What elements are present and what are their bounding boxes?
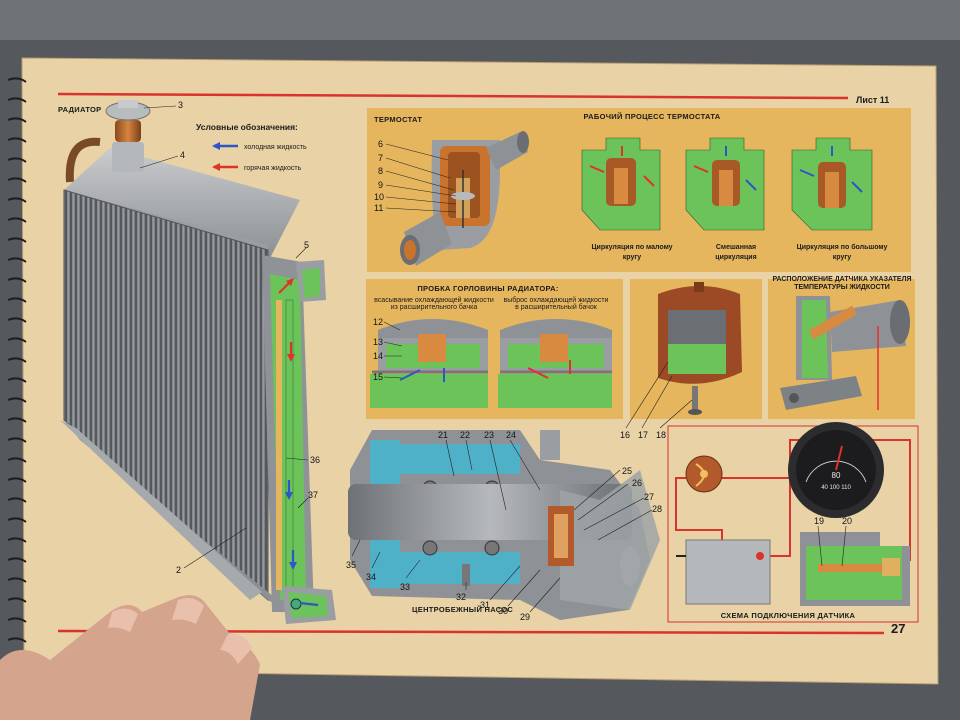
- wiring-scheme: 80 40 100 110: [675, 422, 911, 606]
- thermostat-title: ТЕРМОСТАТ: [374, 115, 422, 124]
- process-title: РАБОЧИЙ ПРОЦЕСС ТЕРМОСТАТА: [584, 112, 721, 121]
- header-rule: [57, 92, 849, 100]
- callout-11: 11: [374, 203, 383, 213]
- legend-hot-label: горячая жидкость: [244, 165, 302, 172]
- callout-34: 34: [366, 572, 376, 582]
- callout-5: 5: [304, 240, 309, 250]
- sensor-title-1: РАСПОЛОЖЕНИЕ ДАТЧИКА УКАЗАТЕЛЯ: [772, 276, 911, 283]
- mode-big-label-2: кругу: [833, 254, 851, 261]
- callout-26: 26: [632, 478, 642, 488]
- mode-small-label-2: кругу: [623, 254, 641, 261]
- expansion-tank: [658, 282, 742, 415]
- callout-10: 10: [374, 192, 384, 202]
- thermostat-cutaway: [400, 131, 529, 266]
- callout-8: 8: [378, 166, 383, 176]
- cap-outflow-diagram: [498, 319, 612, 408]
- cap-outflow-label-1: выброс охлаждающей жидкости: [504, 296, 609, 304]
- spiral-binding: [7, 77, 27, 643]
- mode-big-label-1: Циркуляция по большому: [797, 243, 888, 251]
- radiator-illustration: РАДИАТОР: [58, 100, 336, 624]
- callout-35: 35: [346, 560, 356, 570]
- callout-33: 33: [400, 582, 410, 592]
- callout-24: 24: [506, 430, 516, 440]
- callout-7: 7: [378, 153, 383, 163]
- wiring-title: СХЕМА ПОДКЛЮЧЕНИЯ ДАТЧИКА: [721, 611, 856, 620]
- callout-2: 2: [176, 565, 181, 575]
- callout-14: 14: [373, 351, 383, 361]
- callout-15: 15: [373, 372, 383, 382]
- callout-4: 4: [180, 150, 185, 160]
- callout-25: 25: [622, 466, 632, 476]
- callout-16: 16: [620, 430, 630, 440]
- mode-mixed-label-1: Смешанная: [716, 244, 756, 251]
- mode-small-label-1: Циркуляция по малому: [591, 244, 672, 251]
- cap-outflow-label-2: в расширительный бачок: [515, 303, 598, 311]
- gauge-scale-bottom: 40 100 110: [821, 485, 851, 491]
- callout-23: 23: [484, 430, 494, 440]
- legend: Условные обозначения: холодная жидкость …: [196, 122, 307, 172]
- radiator-title: РАДИАТОР: [58, 105, 101, 114]
- cap-intake-label-1: всасывание охлаждающей жидкости: [374, 296, 494, 304]
- legend-cold-label: холодная жидкость: [244, 144, 307, 151]
- callout-27: 27: [644, 492, 654, 502]
- mode-small-circuit: [581, 137, 661, 231]
- mode-big-circuit: [791, 137, 873, 231]
- sheet-label: Лист 11: [856, 95, 889, 105]
- callout-21: 21: [438, 430, 448, 440]
- callout-32: 32: [456, 592, 466, 602]
- cap-title: ПРОБКА ГОРЛОВИНЫ РАДИАТОРА:: [417, 284, 558, 293]
- callout-36: 36: [310, 455, 320, 465]
- callout-28: 28: [652, 504, 662, 514]
- wiring-frame: [667, 425, 919, 623]
- callout-9: 9: [378, 180, 383, 190]
- cap-intake-label-2: из расширительного бачка: [391, 303, 478, 311]
- hand: [0, 595, 260, 720]
- mode-mixed-label-2: циркуляция: [715, 254, 756, 261]
- callout-3: 3: [178, 100, 183, 110]
- water-pump: [348, 430, 660, 620]
- callout-30: 30: [498, 606, 508, 616]
- sensor-title-2: ТЕМПЕРАТУРЫ ЖИДКОСТИ: [794, 284, 890, 291]
- callout-22: 22: [460, 430, 470, 440]
- callout-17: 17: [638, 430, 648, 440]
- gauge-scale-top: 80: [832, 471, 841, 480]
- callout-37: 37: [308, 490, 318, 500]
- cap-intake-diagram: [370, 319, 488, 408]
- pump-title: ЦЕНТРОБЕЖНЫЙ НАСОС: [412, 605, 513, 614]
- callout-13: 13: [373, 337, 383, 347]
- sensor-housing: [780, 296, 910, 410]
- callout-19: 19: [814, 516, 824, 526]
- callout-29: 29: [520, 612, 530, 622]
- callout-6: 6: [378, 139, 383, 149]
- callout-20: 20: [842, 516, 852, 526]
- mode-mixed-circuit: [685, 137, 765, 231]
- legend-title: Условные обозначения:: [196, 122, 298, 132]
- callout-12: 12: [373, 317, 383, 327]
- page-number: 27: [891, 621, 905, 636]
- callout-18: 18: [656, 430, 666, 440]
- callout-31: 31: [480, 600, 490, 610]
